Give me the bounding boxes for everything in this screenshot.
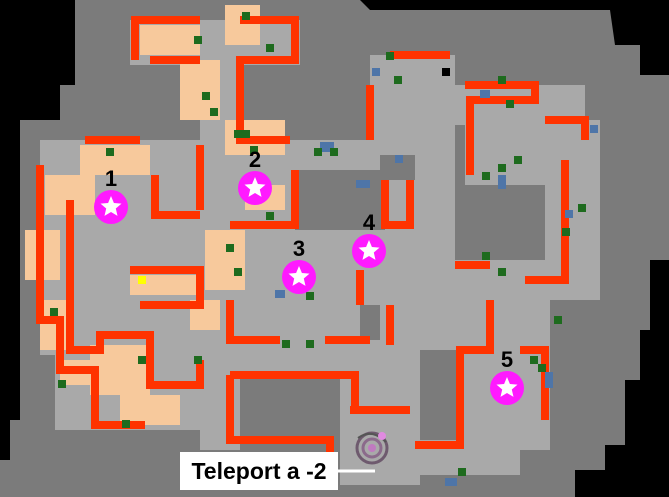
- markers-layer: 1 2 3 4 5: [94, 147, 524, 405]
- star-icon: [288, 266, 310, 286]
- tree-tiles: [50, 12, 586, 476]
- dark-tile: [442, 68, 450, 76]
- teleport-label: Teleport a -2: [180, 452, 338, 490]
- wall-outlines: [36, 16, 589, 460]
- water-tiles: [275, 68, 598, 486]
- star-icon: [100, 196, 122, 216]
- yellow-tile: [138, 276, 146, 284]
- star-icon: [496, 377, 518, 397]
- star-icon: [244, 177, 266, 197]
- marker-number: 3: [293, 236, 305, 261]
- marker-number: 1: [105, 166, 117, 191]
- marker-3[interactable]: 3: [282, 236, 316, 294]
- marker-5[interactable]: 5: [490, 347, 524, 405]
- marker-number: 2: [249, 147, 261, 172]
- marker-1[interactable]: 1: [94, 166, 128, 224]
- star-icon: [358, 240, 380, 260]
- marker-number: 4: [363, 210, 376, 235]
- teleport-swirl-icon[interactable]: [355, 431, 389, 465]
- marker-4[interactable]: 4: [352, 210, 386, 268]
- marker-2[interactable]: 2: [238, 147, 272, 205]
- marker-number: 5: [501, 347, 513, 372]
